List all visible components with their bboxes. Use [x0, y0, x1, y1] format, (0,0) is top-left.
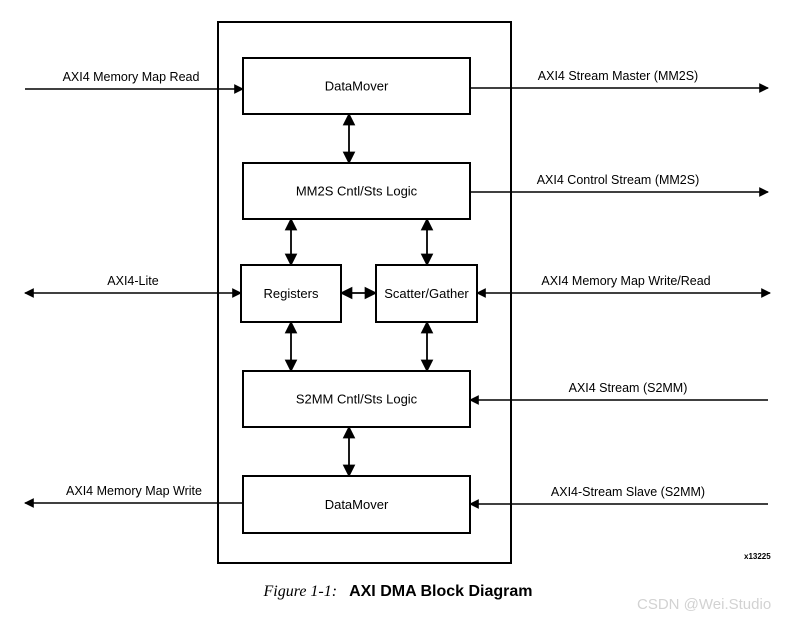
signal-label-axi4_lite: AXI4-Lite	[107, 274, 158, 288]
block-registers: Registers	[240, 264, 342, 323]
caption-number: Figure 1-1:	[263, 583, 338, 600]
signal-label-mm2s_stream: AXI4 Stream Master (MM2S)	[538, 69, 698, 83]
block-scatter_gather: Scatter/Gather	[375, 264, 478, 323]
block-rect-scatter_gather	[375, 264, 478, 323]
block-label-mm2s_datamover: DataMover	[325, 78, 389, 93]
block-label-s2mm_datamover: DataMover	[325, 497, 389, 512]
block-s2mm_datamover: DataMover	[242, 475, 471, 534]
signal-label-s2mm_stream: AXI4 Stream (S2MM)	[569, 381, 688, 395]
signal-label-sg_mm_rw: AXI4 Memory Map Write/Read	[541, 274, 710, 288]
external-signal-lines	[24, 83, 771, 509]
block-rect-registers	[240, 264, 342, 323]
csdn-watermark: CSDN @Wei.Studio	[637, 596, 772, 613]
figure-caption: Figure 1-1: AXI DMA Block Diagram	[0, 583, 796, 601]
block-rect-mm2s_cntl	[242, 162, 471, 220]
block-label-s2mm_cntl: S2MM Cntl/Sts Logic	[296, 391, 418, 406]
block-rect-mm2s_datamover	[242, 57, 471, 115]
figure-id-label: x13225	[744, 552, 771, 561]
signal-label-s2mm_slave: AXI4-Stream Slave (S2MM)	[551, 485, 705, 499]
block-label-mm2s_cntl: MM2S Cntl/Sts Logic	[296, 183, 418, 198]
signal-label-mm2s_ctrl_strm: AXI4 Control Stream (MM2S)	[537, 173, 700, 187]
block-mm2s_datamover: DataMover	[242, 57, 471, 115]
block-mm2s_cntl: MM2S Cntl/Sts Logic	[242, 162, 471, 220]
internal-connectors	[284, 112, 434, 478]
signal-label-s2mm_mm_write: AXI4 Memory Map Write	[66, 484, 202, 498]
block-label-scatter_gather: Scatter/Gather	[384, 286, 469, 301]
block-s2mm_cntl: S2MM Cntl/Sts Logic	[242, 370, 471, 428]
block-label-registers: Registers	[264, 286, 319, 301]
block-rect-s2mm_datamover	[242, 475, 471, 534]
caption-title: AXI DMA Block Diagram	[349, 583, 533, 600]
block-rect-s2mm_cntl	[242, 370, 471, 428]
signal-label-mm2s_mm_read: AXI4 Memory Map Read	[63, 70, 200, 84]
